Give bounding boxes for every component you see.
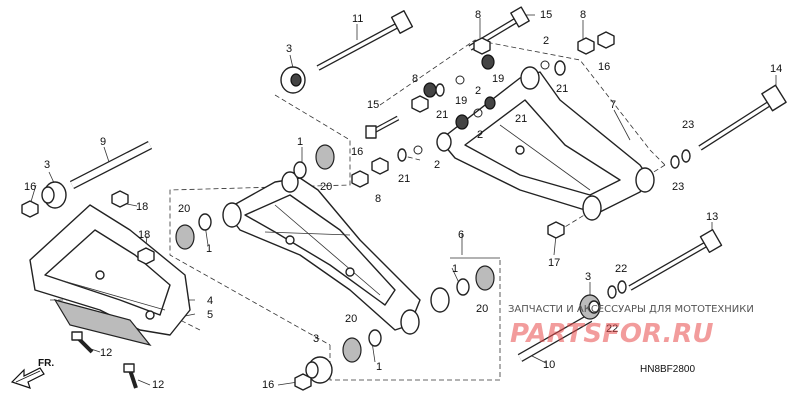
- callout-3-top: 3: [286, 43, 292, 55]
- callout-21-top: 21: [556, 83, 568, 95]
- bushing-20-d: [475, 265, 495, 291]
- callout-16-top: 16: [598, 61, 610, 73]
- callout-23-b: 23: [672, 181, 684, 193]
- bushing-3-right: [579, 294, 601, 320]
- watermark-brand: PARTSFOR.RU: [510, 319, 713, 349]
- callout-1-top: 1: [297, 136, 303, 148]
- callout-16-left: 16: [24, 181, 36, 193]
- callout-5: 5: [207, 309, 213, 321]
- watermark: ЗАПЧАСТИ И АКСЕССУАРЫ ДЛЯ МОТОТЕХНИКИ PA…: [508, 304, 754, 349]
- callout-13: 13: [706, 211, 718, 223]
- callout-8-top-left: 8: [475, 9, 481, 21]
- callout-6: 6: [458, 229, 464, 241]
- callout-3-right: 3: [585, 271, 591, 283]
- diagram-code: HN8BF2800: [640, 364, 695, 375]
- callout-22-b: 22: [606, 323, 618, 335]
- callout-2-mid-b: 2: [477, 129, 483, 141]
- pin-9: [69, 140, 153, 190]
- callout-21-mid-b: 21: [515, 113, 527, 125]
- callout-20-b: 20: [178, 203, 190, 215]
- bolt-12-b: [123, 363, 138, 389]
- callout-22-a: 22: [615, 263, 627, 275]
- callout-3-bottom: 3: [313, 333, 319, 345]
- callout-4: 4: [207, 295, 213, 307]
- front-direction-label: FR.: [38, 358, 54, 369]
- callout-14: 14: [770, 63, 782, 75]
- watermark-caption: ЗАПЧАСТИ И АКСЕССУАРЫ ДЛЯ МОТОТЕХНИКИ: [508, 304, 754, 315]
- callout-15-mid: 15: [367, 99, 379, 111]
- callout-2-mid-c: 2: [434, 159, 440, 171]
- callout-19-mid: 19: [455, 95, 467, 107]
- callout-1-left: 1: [206, 243, 212, 255]
- callout-16-mid: 16: [351, 146, 363, 158]
- upper-arm-7: [436, 66, 655, 221]
- bolt-12-a: [71, 331, 94, 354]
- callout-3-left: 3: [44, 159, 50, 171]
- callout-2-mid-a: 2: [475, 85, 481, 97]
- bolt-15-mid: [365, 115, 400, 139]
- callout-1-right: 1: [452, 263, 458, 275]
- callout-7: 7: [610, 99, 616, 111]
- callout-12-a: 12: [100, 347, 112, 359]
- callout-8-mid: 8: [412, 73, 418, 85]
- callout-21-mid-a: 21: [436, 109, 448, 121]
- front-direction-arrow: FR.: [10, 358, 54, 389]
- callout-20-a: 20: [320, 181, 332, 193]
- bushing-3-bottom: [305, 356, 333, 384]
- collar-1-b: [198, 213, 212, 231]
- bushing-3-left: [41, 181, 67, 209]
- bolt-13: [628, 229, 723, 291]
- callout-8-top-right: 8: [580, 9, 586, 21]
- collar-1-d: [456, 278, 470, 296]
- bushing-3-top: [280, 66, 306, 94]
- bushings: [41, 66, 601, 384]
- callout-20-d: 20: [476, 303, 488, 315]
- bolt-14: [698, 84, 787, 151]
- callout-12-b: 12: [152, 379, 164, 391]
- skid-plate-4-5: [29, 204, 191, 347]
- callout-16-bottom: 16: [262, 379, 274, 391]
- bushing-20-a: [315, 144, 335, 170]
- collar-1-a: [293, 161, 307, 179]
- callout-1-bottom: 1: [376, 361, 382, 373]
- pin-10: [517, 314, 593, 362]
- bolt-11: [316, 10, 414, 71]
- callout-18-b: 18: [138, 229, 150, 241]
- collar-1-c: [368, 329, 382, 347]
- bushing-20-b: [175, 224, 195, 250]
- callout-11: 11: [352, 13, 363, 25]
- lower-arm-6: [222, 171, 450, 335]
- callout-15-top: 15: [540, 9, 552, 21]
- callout-18-a: 18: [136, 201, 148, 213]
- callout-21-low: 21: [398, 173, 410, 185]
- callout-2-top: 2: [543, 35, 549, 47]
- fasteners: [21, 31, 691, 391]
- callout-17: 17: [548, 257, 560, 269]
- callout-9: 9: [100, 136, 106, 148]
- callout-8-low: 8: [375, 193, 381, 205]
- callout-23-a: 23: [682, 119, 694, 131]
- callouts: 11 3 8 15 8 2 19 21 16 14 8 2 19 15 21 2…: [24, 9, 782, 391]
- bushing-20-c: [342, 337, 362, 363]
- callout-10: 10: [543, 359, 555, 371]
- callout-20-c: 20: [345, 313, 357, 325]
- callout-19-top: 19: [492, 73, 504, 85]
